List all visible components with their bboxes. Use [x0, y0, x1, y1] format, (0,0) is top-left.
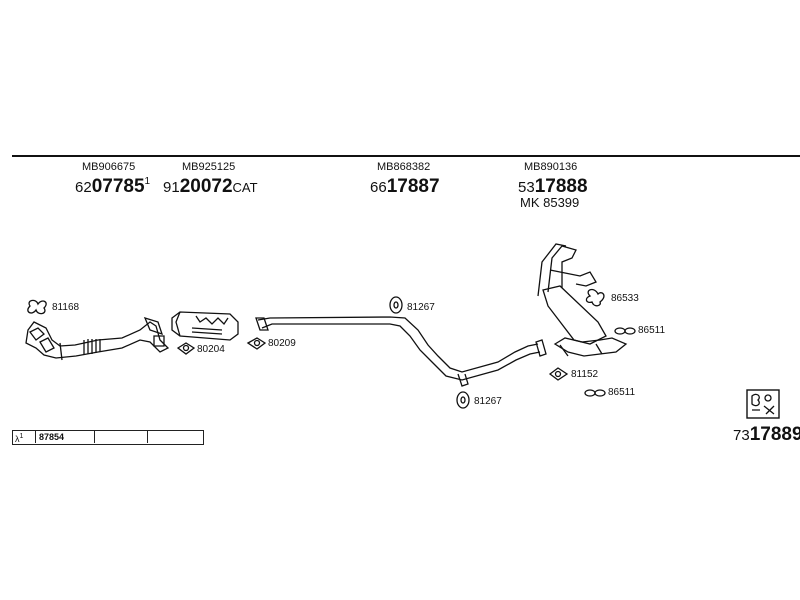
- part-mb-1: MB906675: [82, 161, 136, 173]
- callout-81267-lower: 81267: [474, 396, 502, 407]
- part-number-3: 6617887: [370, 176, 440, 198]
- part-main-4: 17888: [534, 176, 588, 197]
- callout-80204: 80204: [197, 344, 225, 355]
- drawing-prefix: 73: [733, 427, 750, 444]
- part-number-2: 9120072CAT: [163, 176, 258, 198]
- part-mb-4: MB890136: [524, 161, 578, 173]
- drawing-main: 17889: [749, 424, 800, 445]
- mk-line: MK 85399: [520, 195, 580, 210]
- part-tail-2: CAT: [232, 180, 258, 195]
- lambda-cell: λ1: [12, 431, 36, 444]
- sensor-code: 87854: [39, 432, 65, 442]
- part-prefix-1: 62: [75, 179, 92, 196]
- part-main-2: 20072: [179, 176, 233, 197]
- hanger-81267-lower: [456, 391, 470, 409]
- gasket-80204: [176, 342, 196, 355]
- sensor-table: [12, 430, 204, 445]
- part-suffix-1: 1: [144, 176, 151, 187]
- callout-86511-lower: 86511: [608, 387, 636, 398]
- part-mb-3: MB868382: [377, 161, 431, 173]
- sensor-empty-cell-1: [94, 431, 148, 443]
- drawing-number: 7317889: [733, 424, 800, 446]
- intermediate-pipe-part: [255, 316, 547, 387]
- lambda-symbol: λ: [15, 434, 20, 444]
- clamp-86533: [585, 288, 605, 307]
- part-mb-2: MB925125: [182, 161, 236, 173]
- gasket-81152: [548, 367, 569, 381]
- part-number-4: 5317888: [518, 176, 588, 198]
- part-prefix-3: 66: [370, 179, 387, 196]
- sensor-code-cell: 87854: [36, 431, 95, 443]
- rear-silencer-part: [537, 243, 628, 357]
- gasket-81168: [27, 299, 47, 315]
- gasket-80209: [246, 337, 267, 350]
- part-prefix-4: 53: [518, 179, 535, 196]
- part-main-3: 17887: [386, 176, 440, 197]
- sensor-empty-cell-2: [147, 431, 202, 443]
- callout-81168: 81168: [52, 302, 80, 313]
- lambda-sup: 1: [19, 433, 24, 440]
- callout-86511-upper: 86511: [638, 325, 666, 336]
- callout-81152: 81152: [571, 369, 599, 380]
- part-number-1: 62077851: [75, 176, 150, 198]
- rubber-86511-lower: [584, 389, 606, 397]
- rubber-86511-upper: [614, 327, 636, 335]
- catalytic-converter-part: [171, 311, 239, 341]
- callout-80209: 80209: [268, 338, 296, 349]
- callout-81267-upper: 81267: [407, 302, 435, 313]
- front-pipe-part: [25, 316, 170, 361]
- top-rule: [12, 155, 800, 157]
- callout-86533: 86533: [611, 293, 639, 304]
- part-main-1: 07785: [91, 176, 145, 197]
- assembly-kit-icon: [746, 389, 780, 419]
- part-prefix-2: 91: [163, 179, 180, 196]
- hanger-81267-upper: [389, 296, 403, 314]
